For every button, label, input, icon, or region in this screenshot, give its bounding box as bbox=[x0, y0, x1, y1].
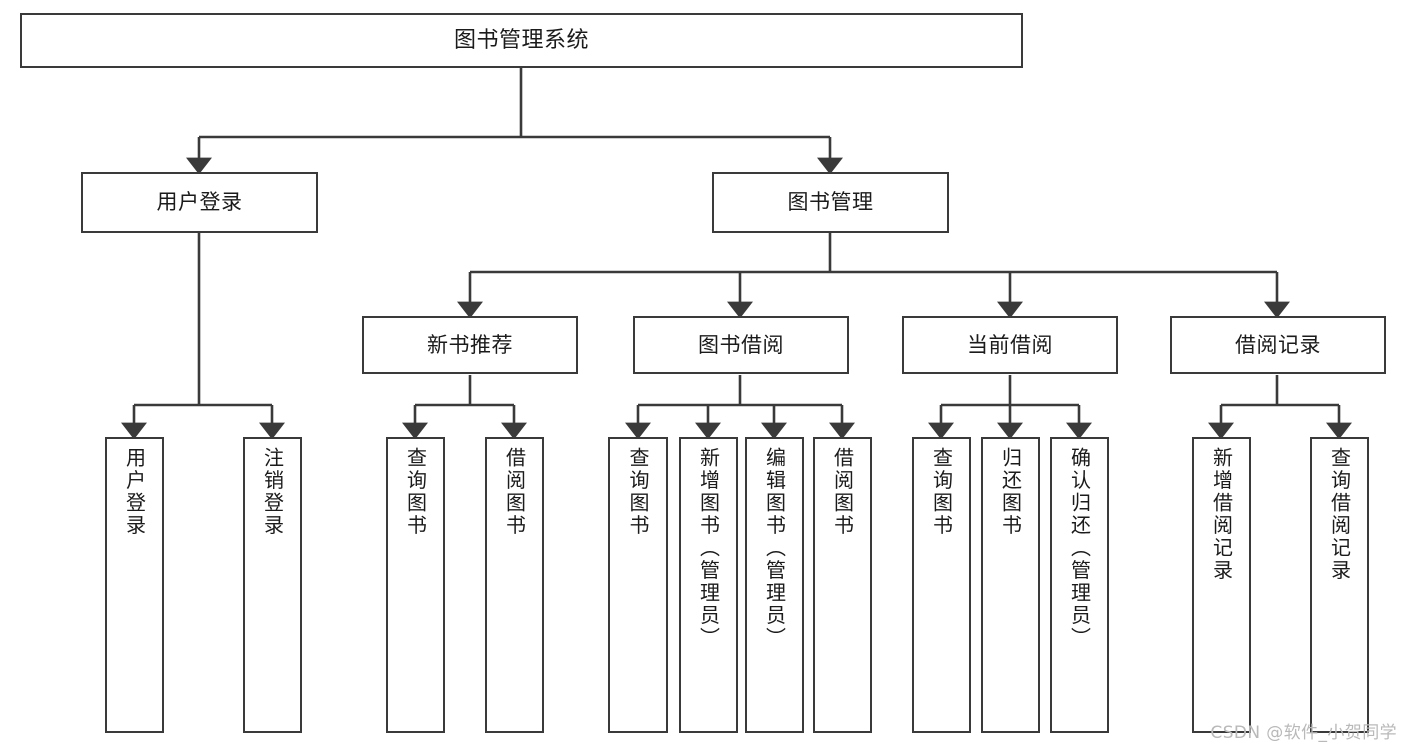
node-leaf-query-record[interactable]: 查询借阅记录 bbox=[1310, 437, 1369, 733]
node-label: 查询图书 bbox=[929, 447, 954, 537]
node-label: 用户登录 bbox=[156, 190, 243, 215]
node-book-management[interactable]: 图书管理 bbox=[712, 172, 949, 233]
node-leaf-logout-login[interactable]: 注销登录 bbox=[243, 437, 302, 733]
node-label: 图书管理系统 bbox=[453, 27, 589, 53]
node-label: 确认归还（管理员） bbox=[1067, 447, 1092, 650]
node-leaf-confirm-return[interactable]: 确认归还（管理员） bbox=[1050, 437, 1109, 733]
node-label: 注销登录 bbox=[260, 447, 285, 537]
node-new-book-recommend[interactable]: 新书推荐 bbox=[362, 316, 578, 374]
node-root-system[interactable]: 图书管理系统 bbox=[20, 13, 1023, 68]
node-leaf-borrow-book-1[interactable]: 借阅图书 bbox=[485, 437, 544, 733]
node-label: 用户登录 bbox=[122, 447, 147, 537]
node-leaf-query-book-3[interactable]: 查询图书 bbox=[912, 437, 971, 733]
node-label: 查询图书 bbox=[626, 447, 650, 537]
node-current-borrow[interactable]: 当前借阅 bbox=[902, 316, 1118, 374]
node-label: 图书借阅 bbox=[698, 332, 784, 357]
node-leaf-user-login[interactable]: 用户登录 bbox=[105, 437, 164, 733]
node-leaf-edit-book[interactable]: 编辑图书（管理员） bbox=[745, 437, 804, 733]
node-leaf-add-record[interactable]: 新增借阅记录 bbox=[1192, 437, 1251, 733]
node-book-borrow[interactable]: 图书借阅 bbox=[633, 316, 849, 374]
node-label: 借阅图书 bbox=[502, 447, 527, 537]
node-leaf-return-book[interactable]: 归还图书 bbox=[981, 437, 1040, 733]
node-label: 新增借阅记录 bbox=[1209, 447, 1234, 582]
node-leaf-query-book-2[interactable]: 查询图书 bbox=[608, 437, 668, 733]
node-label: 借阅图书 bbox=[830, 447, 855, 537]
csdn-watermark: CSDN @软件_小贺同学 bbox=[1210, 723, 1397, 743]
node-borrow-record[interactable]: 借阅记录 bbox=[1170, 316, 1386, 374]
node-label: 编辑图书（管理员） bbox=[762, 447, 787, 650]
node-label: 查询图书 bbox=[403, 447, 428, 537]
node-label: 借阅记录 bbox=[1235, 332, 1321, 357]
node-label: 查询借阅记录 bbox=[1327, 447, 1352, 582]
node-user-login[interactable]: 用户登录 bbox=[81, 172, 318, 233]
node-label: 图书管理 bbox=[787, 190, 874, 215]
node-leaf-borrow-book-2[interactable]: 借阅图书 bbox=[813, 437, 872, 733]
node-label: 新增图书（管理员） bbox=[696, 447, 721, 650]
node-label: 归还图书 bbox=[998, 447, 1023, 537]
node-leaf-query-book-1[interactable]: 查询图书 bbox=[386, 437, 445, 733]
node-label: 新书推荐 bbox=[427, 332, 513, 357]
node-label: 当前借阅 bbox=[967, 332, 1053, 357]
node-leaf-add-book[interactable]: 新增图书（管理员） bbox=[679, 437, 738, 733]
